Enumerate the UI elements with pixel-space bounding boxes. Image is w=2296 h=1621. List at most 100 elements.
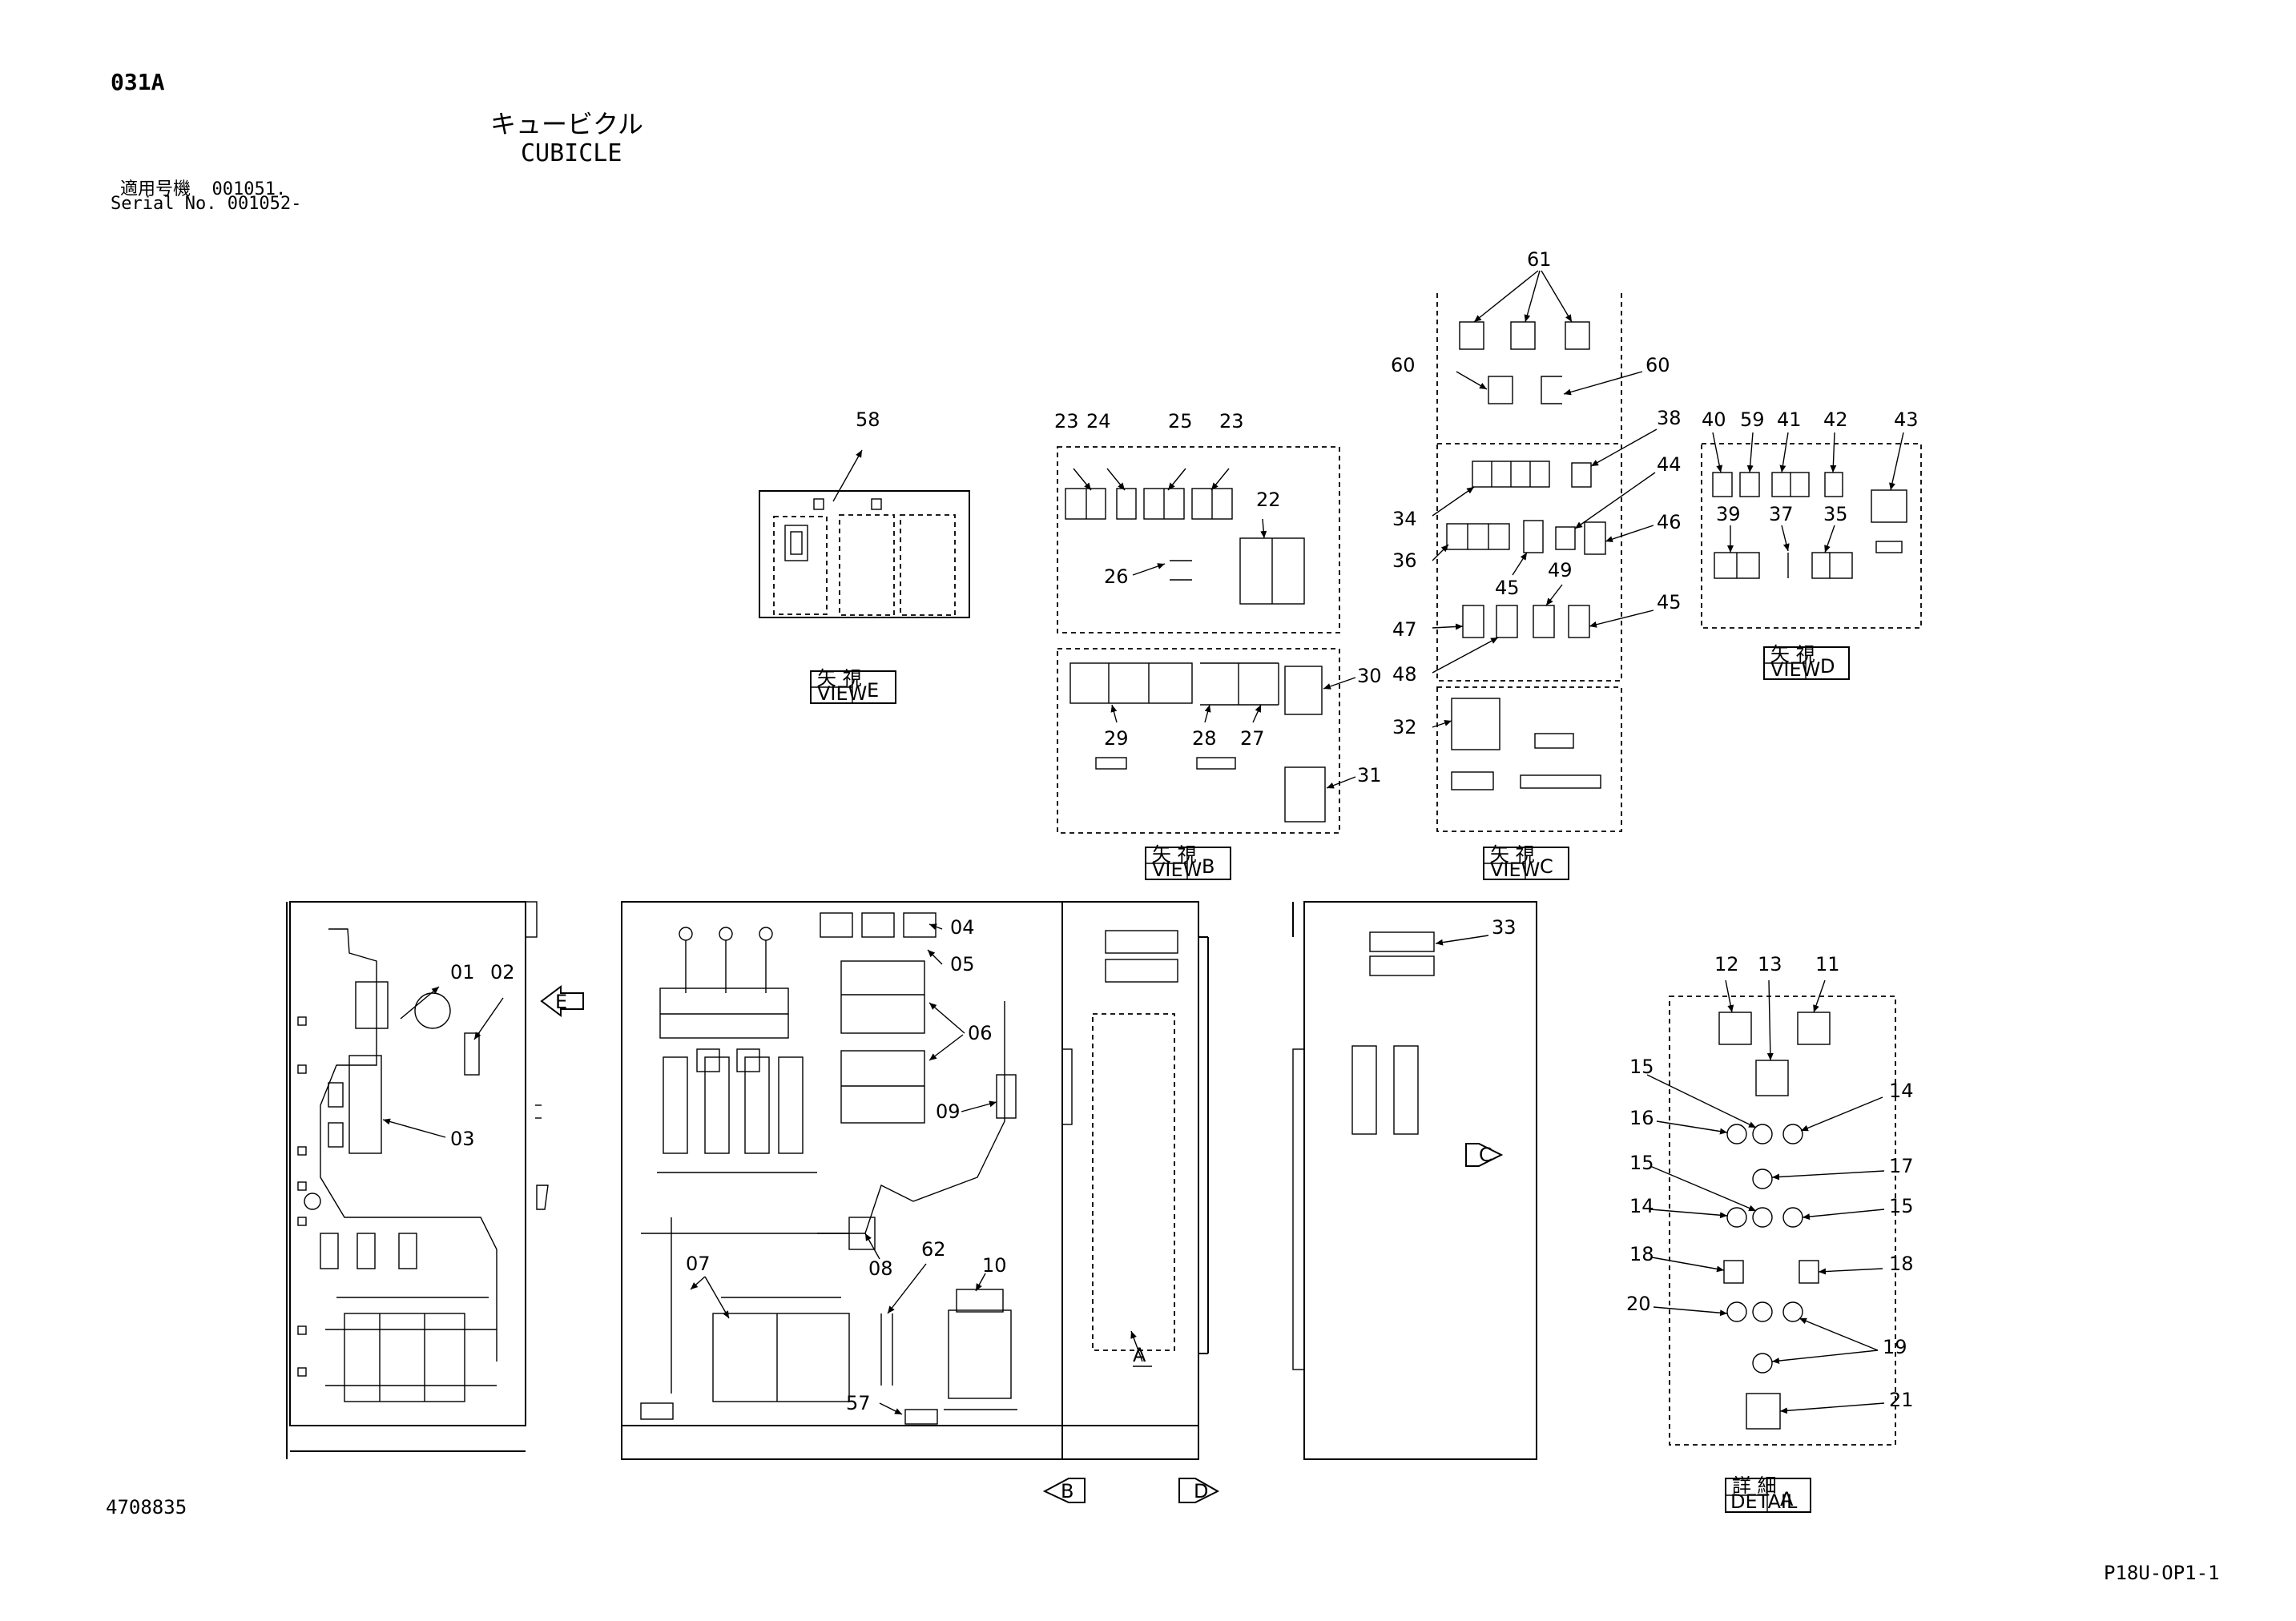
detail-label-a-letter: A — [1780, 1488, 1794, 1510]
view-label-d: 矢 視 VIEW D — [1763, 643, 1850, 681]
callout-23: 23 — [1219, 410, 1244, 432]
callout-09: 09 — [936, 1100, 961, 1123]
svg-text:D: D — [1194, 1480, 1208, 1502]
view-d-panel — [1701, 432, 1922, 629]
view-arrow-b: B — [1042, 1478, 1086, 1503]
callout-57: 57 — [846, 1392, 871, 1414]
callout-07: 07 — [686, 1253, 711, 1275]
callout-16: 16 — [1629, 1107, 1654, 1129]
callout-59: 59 — [1740, 408, 1765, 431]
callout-19: 19 — [1883, 1336, 1907, 1358]
view-label-e-jp: 矢 視 — [817, 667, 862, 690]
callout-31: 31 — [1357, 764, 1382, 786]
callout-34: 34 — [1392, 508, 1417, 530]
callout-58: 58 — [856, 408, 880, 431]
serial-english: Serial No. 001052- — [111, 194, 302, 214]
view-c-panel — [1432, 270, 1658, 832]
callout-15: 15 — [1629, 1056, 1654, 1078]
callout-41: 41 — [1777, 408, 1802, 431]
callout-38: 38 — [1657, 407, 1682, 429]
callout-01: 01 — [450, 961, 475, 983]
detail-a-panel — [1646, 979, 1896, 1446]
callout-13: 13 — [1758, 953, 1782, 975]
callout-46: 46 — [1657, 511, 1682, 533]
detail-label-a-jp: 詳 細 — [1732, 1474, 1777, 1497]
callout-a-mark: A — [1133, 1344, 1146, 1366]
view-label-c-en: VIEW — [1490, 859, 1540, 881]
callout-43: 43 — [1894, 408, 1919, 431]
view-arrow-d: D — [1178, 1478, 1220, 1503]
view-label-c: 矢 視 VIEW C — [1483, 843, 1569, 881]
view-label-b-en: VIEW — [1152, 859, 1202, 881]
view-label-c-letter: C — [1540, 855, 1553, 878]
callout-32: 32 — [1392, 716, 1417, 738]
callout-23: 23 — [1054, 410, 1079, 432]
view-label-c-jp: 矢 視 — [1490, 843, 1535, 866]
callout-12: 12 — [1714, 953, 1739, 975]
svg-text:C: C — [1479, 1144, 1492, 1166]
callout-36: 36 — [1392, 549, 1417, 572]
callout-18: 18 — [1889, 1253, 1914, 1275]
front-right-cabinet: C — [1292, 901, 1537, 1460]
callout-05: 05 — [950, 953, 975, 975]
callout-17: 17 — [1889, 1155, 1914, 1177]
callout-27: 27 — [1240, 727, 1265, 750]
callout-02: 02 — [490, 961, 515, 983]
callout-15: 15 — [1889, 1195, 1914, 1217]
serial-japanese: 適用号機 001051. — [120, 179, 287, 199]
callout-25: 25 — [1168, 410, 1193, 432]
callout-60: 60 — [1391, 354, 1416, 376]
title-english: CUBICLE — [521, 139, 622, 167]
callout-08: 08 — [868, 1257, 893, 1280]
callout-39: 39 — [1716, 503, 1741, 525]
sheet-code: P18U-OP1-1 — [2104, 1562, 2220, 1584]
callout-45: 45 — [1495, 577, 1520, 599]
svg-text:B: B — [1061, 1480, 1073, 1502]
front-left-cabinet — [286, 901, 549, 1459]
view-label-b-letter: B — [1202, 855, 1214, 878]
svg-text:E: E — [555, 991, 567, 1013]
page-id: 031A — [111, 69, 165, 95]
view-label-d-letter: D — [1820, 655, 1835, 678]
callout-20: 20 — [1626, 1293, 1651, 1315]
callout-03: 03 — [450, 1128, 475, 1150]
callout-14: 14 — [1629, 1195, 1654, 1217]
callout-45: 45 — [1657, 591, 1682, 613]
front-main-cabinet — [621, 901, 1209, 1460]
callout-48: 48 — [1392, 663, 1417, 686]
view-e-panel — [759, 449, 970, 618]
callout-33: 33 — [1492, 916, 1517, 939]
callout-11: 11 — [1815, 953, 1840, 975]
view-label-d-jp: 矢 視 — [1770, 643, 1815, 666]
callout-37: 37 — [1769, 503, 1794, 525]
callout-29: 29 — [1104, 727, 1129, 750]
document-number: 4708835 — [106, 1496, 187, 1518]
callout-22: 22 — [1256, 489, 1281, 511]
callout-04: 04 — [950, 916, 975, 939]
callout-30: 30 — [1357, 665, 1382, 687]
callout-10: 10 — [982, 1254, 1007, 1277]
callout-06: 06 — [968, 1022, 993, 1044]
title-japanese: キュービクル — [490, 109, 644, 139]
callout-61: 61 — [1527, 248, 1552, 271]
callout-44: 44 — [1657, 453, 1682, 476]
view-label-e-en: VIEW — [817, 682, 867, 705]
callout-42: 42 — [1823, 408, 1848, 431]
view-label-e-letter: E — [867, 679, 879, 702]
view-label-b-jp: 矢 視 — [1152, 843, 1197, 866]
callout-40: 40 — [1702, 408, 1726, 431]
callout-60: 60 — [1645, 354, 1670, 376]
callout-62: 62 — [921, 1238, 946, 1261]
callout-26: 26 — [1104, 565, 1129, 588]
view-label-e: 矢 視 VIEW E — [810, 667, 896, 705]
view-label-b: 矢 視 VIEW B — [1145, 843, 1231, 881]
view-b-panel — [1057, 446, 1356, 834]
detail-label-a: 詳 細 DETAIL A — [1725, 1474, 1811, 1513]
callout-15: 15 — [1629, 1152, 1654, 1174]
callout-35: 35 — [1823, 503, 1848, 525]
callout-28: 28 — [1192, 727, 1217, 750]
detail-label-a-en: DETAIL — [1730, 1490, 1798, 1513]
callout-14: 14 — [1889, 1080, 1914, 1102]
